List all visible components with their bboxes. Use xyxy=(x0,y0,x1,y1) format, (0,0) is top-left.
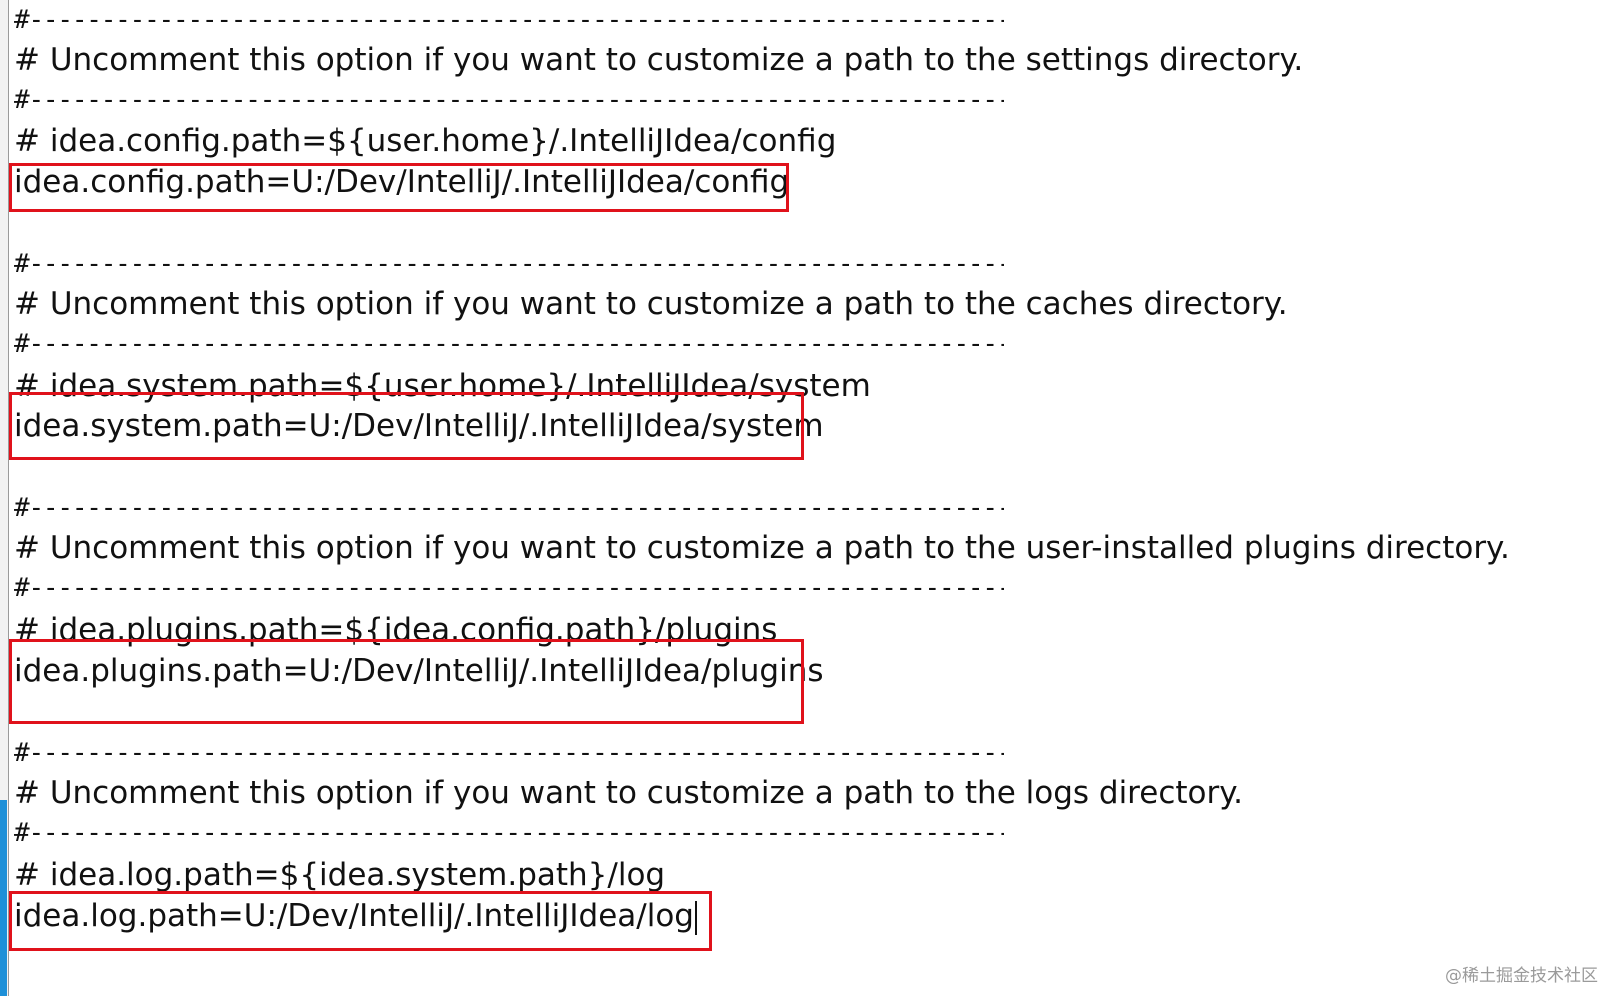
separator-line: #---------------------------------------… xyxy=(14,5,1004,35)
custom-config-path-line[interactable]: idea.config.path=U:/Dev/IntelliJ/.Intell… xyxy=(14,164,790,200)
custom-system-path-line[interactable]: idea.system.path=U:/Dev/IntelliJ/.Intell… xyxy=(14,408,824,444)
highlight-box-log xyxy=(9,891,712,951)
default-config-path-line: # idea.config.path=${user.home}/.Intelli… xyxy=(14,123,837,159)
comment-line: # Uncomment this option if you want to c… xyxy=(14,42,1304,78)
default-plugins-path-line: # idea.plugins.path=${idea.config.path}/… xyxy=(14,612,778,648)
separator-line: #---------------------------------------… xyxy=(14,818,1004,848)
comment-line: # Uncomment this option if you want to c… xyxy=(14,775,1244,811)
default-log-path-line: # idea.log.path=${idea.system.path}/log xyxy=(14,857,666,893)
separator-line: #---------------------------------------… xyxy=(14,85,1004,115)
custom-plugins-path-line[interactable]: idea.plugins.path=U:/Dev/IntelliJ/.Intel… xyxy=(14,653,824,689)
custom-log-path-text: idea.log.path=U:/Dev/IntelliJ/.IntelliJI… xyxy=(14,898,694,934)
default-system-path-line: # idea.system.path=${user.home}/.Intelli… xyxy=(14,368,871,404)
separator-line: #---------------------------------------… xyxy=(14,329,1004,359)
highlight-box-plugins xyxy=(9,639,804,724)
separator-line: #---------------------------------------… xyxy=(14,573,1004,603)
text-caret xyxy=(694,900,697,935)
taskbar-accent xyxy=(0,800,7,996)
window-left-edge xyxy=(0,0,9,996)
separator-line: #---------------------------------------… xyxy=(14,738,1004,768)
separator-line: #---------------------------------------… xyxy=(14,493,1004,523)
highlight-box-config xyxy=(9,163,789,212)
separator-line: #---------------------------------------… xyxy=(14,249,1004,279)
highlight-box-system xyxy=(9,392,804,460)
watermark: @稀土掘金技术社区 xyxy=(1445,966,1598,986)
custom-log-path-line[interactable]: idea.log.path=U:/Dev/IntelliJ/.IntelliJI… xyxy=(14,896,697,936)
comment-line: # Uncomment this option if you want to c… xyxy=(14,530,1510,566)
comment-line: # Uncomment this option if you want to c… xyxy=(14,286,1288,322)
